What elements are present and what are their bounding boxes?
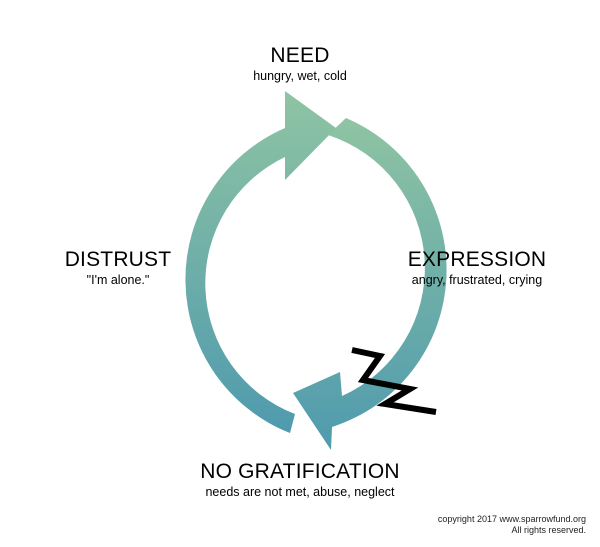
stage-distrust-subtitle: "I'm alone." — [86, 273, 150, 287]
stage-expression-title: EXPRESSION — [407, 248, 547, 271]
cycle-arrow-right — [293, 118, 447, 450]
stage-distrust-title: DISTRUST — [64, 248, 172, 271]
stage-distrust: DISTRUST "I'm alone." — [43, 248, 193, 288]
copyright-line: copyright 2017 www.sparrowfund.org — [437, 514, 586, 524]
zigzag-break-icon — [351, 347, 437, 415]
stage-no-gratification-subtitle: needs are not met, abuse, neglect — [205, 485, 395, 499]
stage-need-title: NEED — [270, 44, 330, 67]
cycle-arrow-left — [185, 91, 336, 433]
stage-no-gratification: NO GRATIFICATION needs are not met, abus… — [160, 460, 440, 500]
stage-expression: EXPRESSION angry, frustrated, crying — [392, 248, 562, 288]
stage-no-gratification-title: NO GRATIFICATION — [200, 460, 400, 483]
stage-expression-subtitle: angry, frustrated, crying — [411, 273, 543, 287]
stage-need: NEED hungry, wet, cold — [200, 44, 400, 84]
copyright-notice: copyright 2017 www.sparrowfund.org All r… — [438, 514, 586, 536]
stage-need-subtitle: hungry, wet, cold — [253, 69, 347, 83]
rights-line: All rights reserved. — [511, 525, 586, 535]
